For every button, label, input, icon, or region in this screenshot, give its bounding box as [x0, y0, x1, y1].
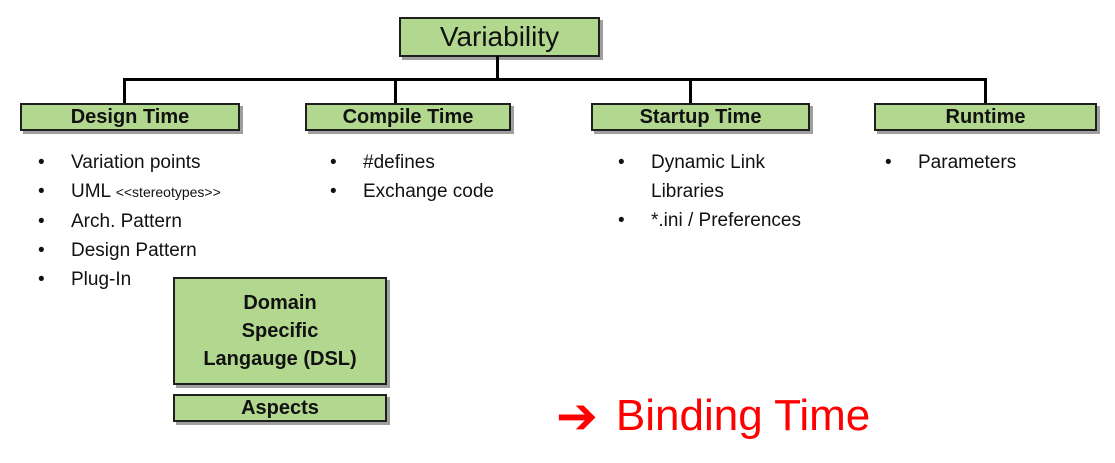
list-item-text: #defines: [363, 152, 435, 173]
runtime-list: Parameters: [883, 148, 1093, 177]
runtime-label: Runtime: [945, 105, 1026, 128]
list-item-text: *.ini / Preferences: [651, 210, 801, 231]
connector-horizontal: [123, 78, 987, 81]
list-item: Arch. Pattern: [36, 207, 296, 236]
aspects-box: Aspects: [173, 394, 387, 422]
design-time-label: Design Time: [70, 105, 190, 128]
startup-time-list: Dynamic Link Libraries *.ini / Preferenc…: [616, 148, 821, 235]
variability-label: Variability: [439, 21, 560, 52]
compile-time-box: Compile Time: [305, 103, 511, 131]
runtime-box: Runtime: [874, 103, 1097, 131]
list-item: Plug-In: [36, 265, 296, 294]
connector-drop-compile-time: [394, 78, 397, 104]
list-item-text: Variation points: [71, 152, 201, 173]
list-item: *.ini / Preferences: [616, 206, 821, 235]
list-item: Variation points: [36, 148, 296, 177]
list-item: UML <<stereotypes>>: [36, 177, 296, 207]
list-item-text: Dynamic Link Libraries: [651, 152, 766, 202]
list-item-text: Arch. Pattern: [71, 211, 182, 232]
list-item-text: Plug-In: [71, 269, 132, 290]
compile-time-label: Compile Time: [342, 105, 474, 128]
list-item: Design Pattern: [36, 236, 296, 265]
dsl-box: Domain Specific Langauge (DSL): [173, 277, 387, 385]
connector-root-riser: [496, 56, 499, 80]
binding-time-annotation: ➔ Binding Time: [556, 388, 870, 444]
list-item-text: Parameters: [918, 152, 1017, 173]
startup-time-box: Startup Time: [591, 103, 810, 131]
connector-drop-design-time: [123, 78, 126, 104]
compile-time-list: #defines Exchange code: [328, 148, 543, 206]
list-item-text: Design Pattern: [71, 240, 197, 261]
list-item-text: Exchange code: [363, 181, 494, 202]
dsl-label: Domain Specific Langauge (DSL): [203, 292, 357, 370]
connector-drop-runtime: [984, 78, 987, 104]
list-item-text: UML: [71, 181, 111, 202]
list-item: #defines: [328, 148, 543, 177]
design-time-list: Variation points UML <<stereotypes>> Arc…: [36, 148, 296, 294]
variability-box: Variability: [399, 17, 600, 57]
list-item: Exchange code: [328, 177, 543, 206]
arrow-right-icon: ➔: [556, 388, 598, 444]
list-item: Parameters: [883, 148, 1093, 177]
connector-drop-startup-time: [689, 78, 692, 104]
list-item-suffix: <<stereotypes>>: [115, 184, 221, 200]
design-time-box: Design Time: [20, 103, 240, 131]
binding-time-label: Binding Time: [615, 391, 871, 440]
startup-time-label: Startup Time: [639, 105, 762, 128]
list-item: Dynamic Link Libraries: [616, 148, 821, 206]
aspects-label: Aspects: [241, 396, 319, 419]
